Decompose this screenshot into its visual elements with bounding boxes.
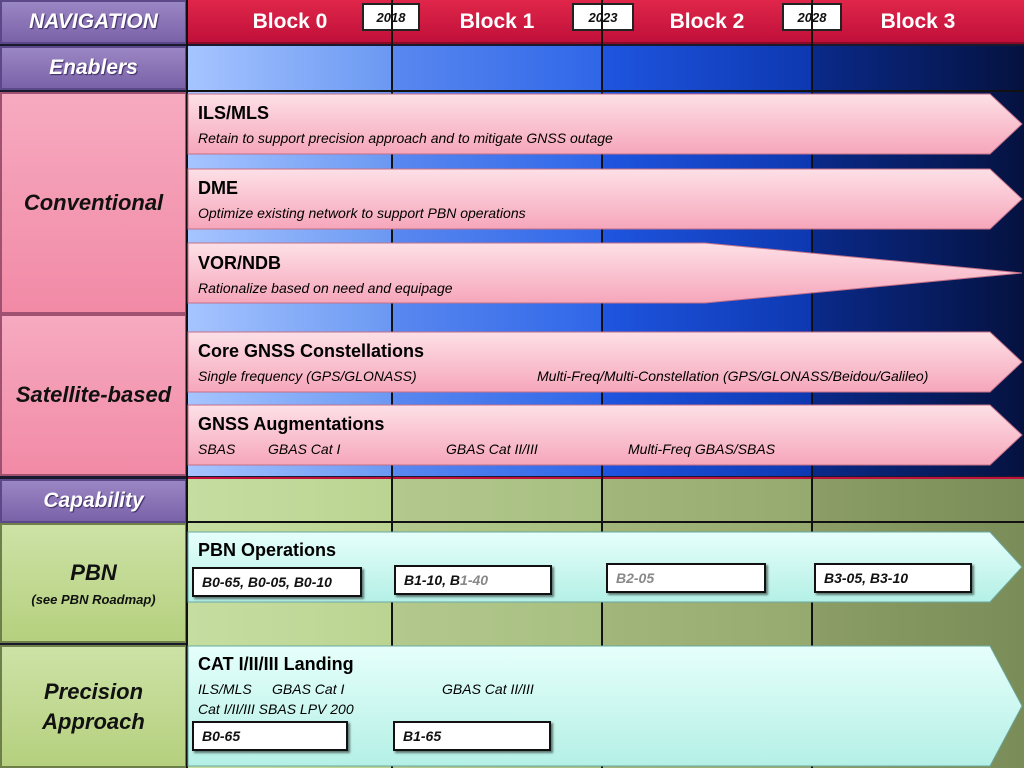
navigation-header: NAVIGATION [0,0,187,44]
capability-divider [188,521,1024,523]
pbn-tag-block-3-label: B3-05, B3-10 [824,570,909,586]
pbn-tag-block-1-label-a: B1-10, B [404,572,461,588]
block-2-label: Block 2 [669,10,745,33]
aug-arrow [187,404,1023,466]
capability-top-border [188,477,1024,479]
satellite-label: Satellite-based [15,382,172,407]
conventional-label: Conventional [23,190,164,215]
year-2018-label: 2018 [377,10,406,25]
block-1-label: Block 1 [459,10,535,33]
pbn-label: PBN [70,559,117,585]
cat-tag-block-0: B0-65 [192,721,348,751]
gnss-title: Core GNSS Constellations [198,341,425,361]
vor-desc: Rationalize based on need and equipage [198,280,453,296]
dme-desc: Optimize existing network to support PBN… [198,205,526,221]
pbn-tag-block-0: B0-65, B0-05, B0-10 [192,567,362,597]
gnss-desc-2: Multi-Freq/Multi-Constellation (GPS/GLON… [537,368,929,384]
cat-tag-block-1: B1-65 [393,721,551,751]
aug-gbas-cat23: GBAS Cat II/III [446,441,538,457]
block-3-title: Block 3 [812,0,1024,44]
separator-0 [186,0,188,768]
block-0-title: Block 0 [188,0,392,44]
aug-multifreq: Multi-Freq GBAS/SBAS [628,441,776,457]
capability-header: Capability [0,479,187,523]
enablers-header: Enablers [0,46,187,90]
ils-desc: Retain to support precision approach and… [198,130,613,146]
pbn-tag-block-1-label-b: 1-40 [460,572,489,588]
cat-ils: ILS/MLS [198,681,252,697]
dme-arrow [187,168,1023,230]
vor-arrow [187,242,1023,304]
ils-title: ILS/MLS [198,103,269,123]
aug-gbas-cat1: GBAS Cat I [268,441,341,457]
ils-arrow [187,93,1023,155]
aug-title: GNSS Augmentations [198,414,385,434]
cat-gbas23: GBAS Cat II/III [442,681,534,697]
vor-title: VOR/NDB [198,253,282,273]
block-1-title: Block 1 [392,0,602,44]
capability-label: Capability [43,489,144,512]
gnss-arrow [187,331,1023,393]
navigation-label: NAVIGATION [29,10,158,33]
cat-sbas-lpv: Cat I/II/III SBAS LPV 200 [198,701,354,717]
block-0-label: Block 0 [252,10,328,33]
enablers-label: Enablers [49,56,138,79]
pbn-tag-block-2-label: B2-05 [616,570,655,586]
pbn-category: PBN (see PBN Roadmap) [0,523,187,643]
cat-tag-block-1-label: B1-65 [403,728,442,744]
aug-sbas: SBAS [198,441,236,457]
pbn-ops-title: PBN Operations [198,540,337,560]
dme-title: DME [198,178,238,198]
cat-landing-title: CAT I/II/III Landing [198,654,354,674]
gnss-desc-1: Single frequency (GPS/GLONASS) [198,368,417,384]
block-3-label: Block 3 [880,10,956,33]
pbn-tag-block-2: B2-05 [606,563,766,593]
pbn-tag-block-3: B3-05, B3-10 [814,563,972,593]
cat-gbas1: GBAS Cat I [272,681,345,697]
cat-tag-block-0-label: B0-65 [202,728,241,744]
precision-label: Precision Approach [42,678,145,734]
pbn-sublabel: (see PBN Roadmap) [31,591,156,607]
block-2-title: Block 2 [602,0,812,44]
pbn-tag-block-0-label: B0-65, B0-05, B0-10 [202,574,332,590]
precision-category: Precision Approach [0,645,187,768]
enabler-divider [188,90,1024,92]
conventional-category: Conventional [0,92,187,314]
